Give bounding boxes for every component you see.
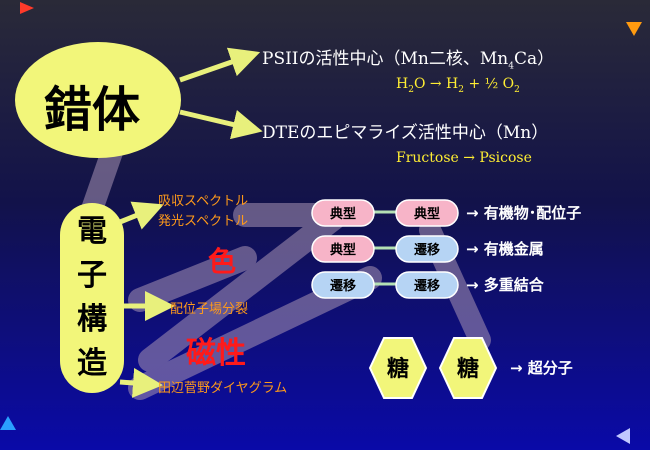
result-supramolecule: → 超分子 (510, 359, 573, 377)
sugar-label: 糖 (457, 356, 479, 382)
pill-label: 遷移 (414, 242, 440, 258)
pill-transition-3b (395, 271, 459, 299)
ligand-field-splitting: 配位子場分裂 (170, 302, 249, 317)
pill-transition-2b (395, 235, 459, 263)
frame-cycle-arrows (0, 2, 642, 444)
pill-label: 遷移 (330, 278, 356, 294)
pill-label: 典型 (330, 206, 356, 222)
dte-reaction: Fructose → Psicose (396, 150, 532, 166)
label-char: 造 (77, 346, 107, 381)
yellow-arrows (119, 47, 263, 398)
emission-spectrum: 発光スペクトル (158, 214, 249, 229)
sugar-label: 糖 (387, 356, 409, 382)
label-char: 構 (77, 302, 107, 337)
label-char: 電 (77, 214, 107, 249)
psii-reaction: H2O → H2 + ½ O2 (396, 76, 520, 95)
result-organic-ligand: → 有機物･配位子 (466, 204, 582, 222)
electronic-structure-label: 電 子 構 造 (72, 210, 112, 386)
pill-label: 遷移 (414, 278, 440, 294)
result-organometallic: → 有機金属 (466, 240, 544, 258)
pill-links (372, 210, 398, 286)
dte-topic: DTEのエピマライズ活性中心（Mn） (262, 123, 549, 143)
complex-ellipse (15, 42, 181, 158)
sugar-hexagons: 糖 糖 (368, 337, 498, 399)
color-property: 色 (208, 245, 237, 278)
pill-typical-1b (395, 199, 459, 227)
pill-label: 典型 (414, 206, 440, 222)
result-multiple-bond: → 多重結合 (466, 276, 544, 294)
absorption-spectrum: 吸収スペクトル (158, 194, 249, 209)
tanabe-sugano-diagram: 田辺菅野ダイヤグラム (158, 381, 288, 396)
magnetism-property: 磁性 (186, 336, 246, 371)
connector-bands (79, 141, 491, 400)
electronic-structure-capsule (60, 203, 124, 393)
psii-topic: PSIIの活性中心（Mn二核、Mn4Ca） (262, 49, 555, 72)
complex-title: 錯体 (44, 82, 141, 138)
pill-transition-3a (311, 271, 375, 299)
combination-pills: 典型 典型 典型 遷移 遷移 遷移 (311, 199, 459, 299)
pill-typical-2a (311, 235, 375, 263)
pill-typical-1a (311, 199, 375, 227)
label-char: 子 (77, 258, 107, 293)
sugar-hexagon-left (368, 337, 428, 399)
sugar-hexagon-right (438, 337, 498, 399)
pill-label: 典型 (330, 242, 356, 258)
